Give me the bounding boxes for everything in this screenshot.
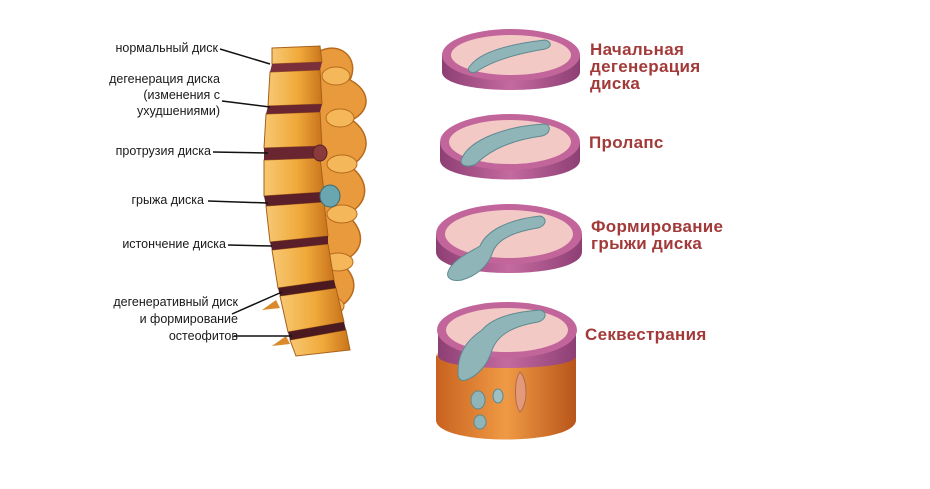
disc-stage-prolapse [440,114,580,180]
label-osteophytes-line2: и формирование [139,312,238,326]
disc-stage-sequestration [436,302,577,440]
label-herniation: грыжа диска [131,193,204,207]
stage3-title-line1: Формирование [591,217,724,236]
disc-stage-herniation-forming [436,204,582,281]
label-protrusion: протрузия диска [115,144,211,158]
disc-stage-initial-degeneration [442,29,580,90]
label-degeneration-line2: (изменения с [143,88,220,102]
stage1-title-line2: дегенерация [590,57,701,76]
stage1-title-line1: Начальная [590,40,685,59]
spine-illustration [262,45,367,357]
label-thinning: истончение диска [122,237,226,251]
label-normal-disc: нормальный диск [115,41,219,55]
stage1-title-line3: диска [590,74,641,93]
stage2-title: Пролапс [589,133,664,152]
label-osteophytes-line1: дегенеративный диск [113,295,238,309]
label-degeneration-line3: ухудшениями) [136,104,220,118]
label-degeneration-line1: дегенерация диска [109,72,220,86]
stage4-title: Секвестрания [585,325,707,344]
leader-lines [207,48,292,337]
label-osteophytes-line3: остеофитов [168,329,238,343]
stage3-title-line2: грыжи диска [591,234,703,253]
